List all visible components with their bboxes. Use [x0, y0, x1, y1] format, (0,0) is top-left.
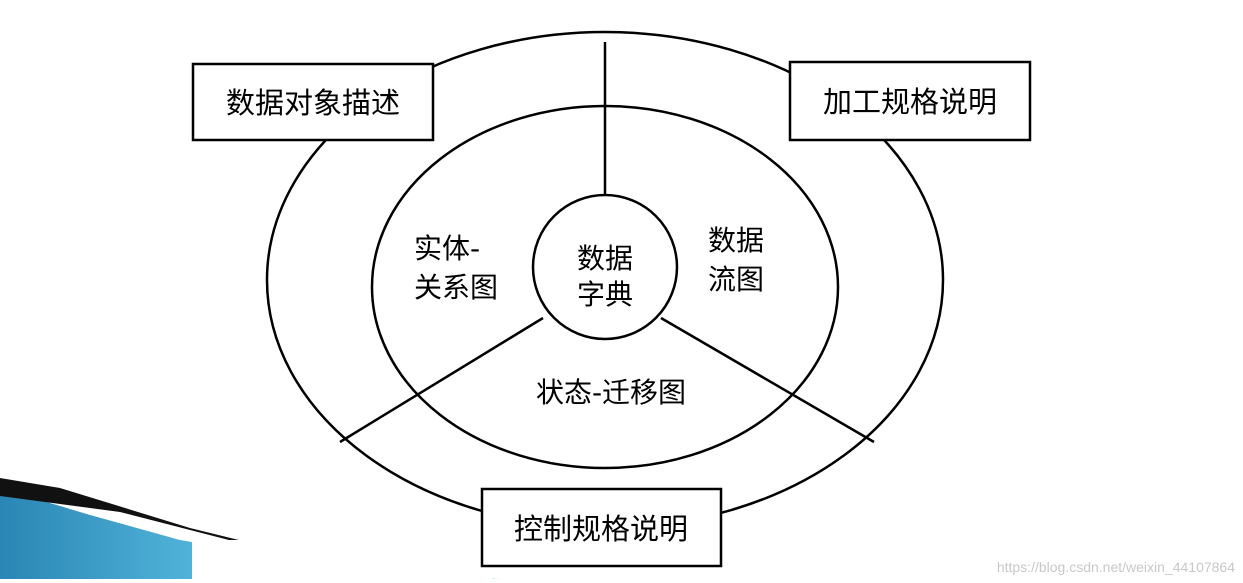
watermark: https://blog.csdn.net/weixin_44107864	[997, 559, 1235, 575]
center-label-line1: 数据	[577, 242, 633, 275]
region-bottom-label: 状态-迁移图	[536, 376, 686, 409]
center-label-line2: 字典	[577, 278, 633, 311]
region-left-line2: 关系图	[414, 271, 498, 304]
box-top-left: 数据对象描述	[193, 64, 433, 140]
box-bottom: 控制规格说明	[482, 489, 721, 566]
slide-decoration	[0, 478, 500, 579]
divider-right	[661, 318, 874, 442]
box-bottom-label: 控制规格说明	[514, 512, 688, 546]
box-top-right-label: 加工规格说明	[823, 85, 997, 119]
region-right-line2: 流图	[708, 263, 764, 296]
box-top-left-label: 数据对象描述	[226, 86, 400, 120]
divider-left	[340, 318, 543, 442]
region-left-line1: 实体-	[414, 232, 480, 265]
region-right-line1: 数据	[708, 224, 764, 257]
box-top-right: 加工规格说明	[790, 62, 1030, 140]
